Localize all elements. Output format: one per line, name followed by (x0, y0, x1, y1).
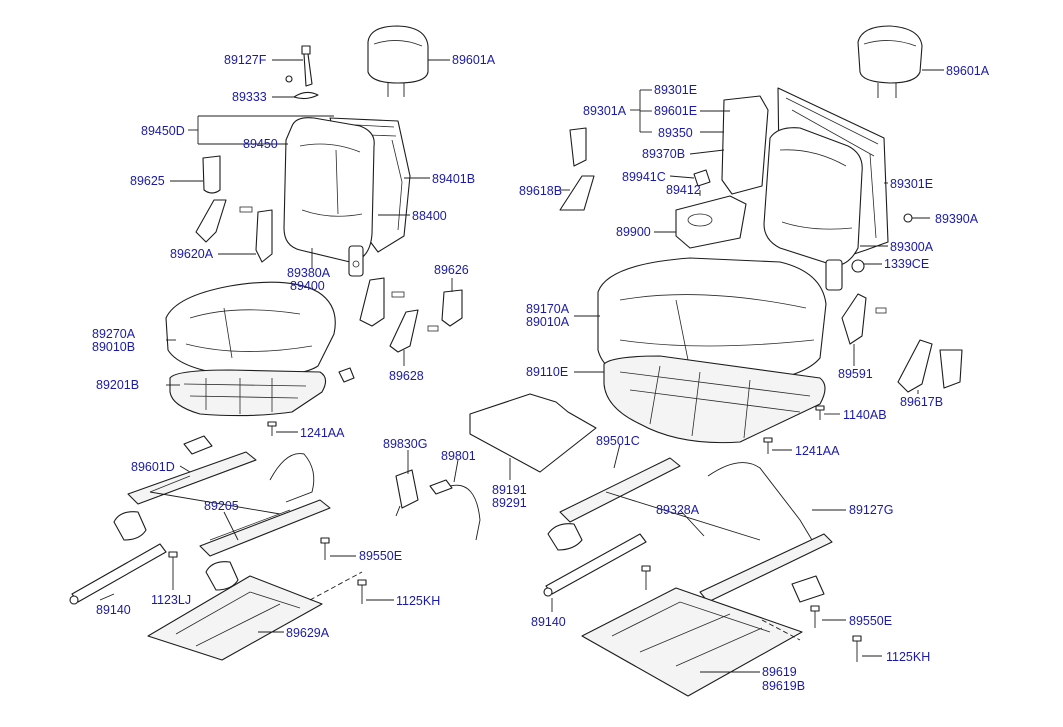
label-89270A: 89270A (92, 327, 136, 341)
clip-left (338, 367, 355, 383)
dash-left (309, 571, 363, 601)
label-89830G: 89830G (383, 437, 427, 451)
label-89328A: 89328A (656, 503, 700, 517)
label-89801: 89801 (441, 449, 476, 463)
part-labels: 89127F 89333 89450D 89450 89601A 89625 8… (92, 53, 990, 693)
label-89601A-right: 89601A (946, 64, 990, 78)
label-89350: 89350 (658, 126, 693, 140)
label-89625: 89625 (130, 174, 165, 188)
leader-lines (99, 59, 944, 673)
label-89170A: 89170A (526, 302, 570, 316)
label-89620A: 89620A (170, 247, 214, 261)
brackets-right (841, 293, 963, 393)
label-1241AA-right: 1241AA (795, 444, 840, 458)
label-89205: 89205 (204, 499, 239, 513)
label-89550E-right: 89550E (849, 614, 892, 628)
label-89390A: 89390A (935, 212, 979, 226)
label-89140-right: 89140 (531, 615, 566, 629)
label-89333: 89333 (232, 90, 267, 104)
label-89501C: 89501C (596, 434, 640, 448)
label-1241AA-left: 1241AA (300, 426, 345, 440)
label-89010B: 89010B (92, 340, 135, 354)
label-1125KH-left: 1125KH (396, 594, 440, 608)
brackets-left-back (195, 155, 273, 263)
label-89110E: 89110E (526, 365, 568, 379)
tow-bar-left (69, 543, 167, 605)
label-89010A: 89010A (526, 315, 570, 329)
label-89900: 89900 (616, 225, 651, 239)
label-89301E-top: 89301E (654, 83, 697, 97)
label-89629A: 89629A (286, 626, 330, 640)
label-89450: 89450 (243, 137, 278, 151)
label-89601D: 89601D (131, 460, 175, 474)
label-89380A: 89380A (287, 266, 331, 280)
label-89127G: 89127G (849, 503, 893, 517)
seat-cushion-right (597, 257, 827, 387)
seatback-cushion-left (283, 117, 375, 277)
label-89400: 89400 (290, 279, 325, 293)
label-89291: 89291 (492, 496, 527, 510)
tow-bar-right (543, 533, 647, 597)
headrest-left (367, 25, 429, 97)
armrest-right (675, 95, 769, 249)
bolt-1241aa-left (267, 421, 277, 436)
headrest-guide-left (285, 45, 319, 100)
label-89601A-left: 89601A (452, 53, 496, 67)
seat-frame-left (169, 369, 327, 417)
label-89401B: 89401B (432, 172, 475, 186)
dash-right (761, 619, 801, 641)
bolts-right (641, 405, 862, 662)
label-89550E-left: 89550E (359, 549, 402, 563)
label-89301A: 89301A (583, 104, 627, 118)
label-89301E-side: 89301E (890, 177, 933, 191)
label-89300A: 89300A (890, 240, 934, 254)
label-89591: 89591 (838, 367, 873, 381)
label-89601E: 89601E (654, 104, 697, 118)
label-1140AB: 1140AB (843, 408, 887, 422)
headrest-right (857, 25, 923, 98)
seat-cushion-left (165, 281, 336, 377)
label-89412: 89412 (666, 183, 701, 197)
label-1339CE: 1339CE (884, 257, 929, 271)
label-89619: 89619 (762, 665, 797, 679)
label-88400: 88400 (412, 209, 447, 223)
label-1125KH-right: 1125KH (886, 650, 930, 664)
small-parts-right (559, 127, 913, 273)
brackets-left-seat (359, 277, 463, 353)
label-89191: 89191 (492, 483, 527, 497)
label-89450D: 89450D (141, 124, 185, 138)
cover-plate-left (147, 575, 323, 661)
label-89127F: 89127F (224, 53, 267, 67)
label-89941C: 89941C (622, 170, 666, 184)
label-89370B: 89370B (642, 147, 685, 161)
label-89628: 89628 (389, 369, 424, 383)
label-89201B: 89201B (96, 378, 139, 392)
floor-mat (469, 393, 597, 473)
seat-frame-right (603, 355, 826, 444)
seat-belt (395, 469, 481, 541)
label-1123LJ: 1123LJ (151, 593, 191, 607)
bolts-left-lower (168, 537, 367, 604)
label-89626: 89626 (434, 263, 469, 277)
cover-plate-right (581, 587, 803, 697)
label-89618B: 89618B (519, 184, 562, 198)
label-89140-left: 89140 (96, 603, 131, 617)
label-89619B: 89619B (762, 679, 805, 693)
seatback-cushion-right (763, 127, 863, 291)
label-89617B: 89617B (900, 395, 943, 409)
seat-track-left (113, 435, 331, 591)
